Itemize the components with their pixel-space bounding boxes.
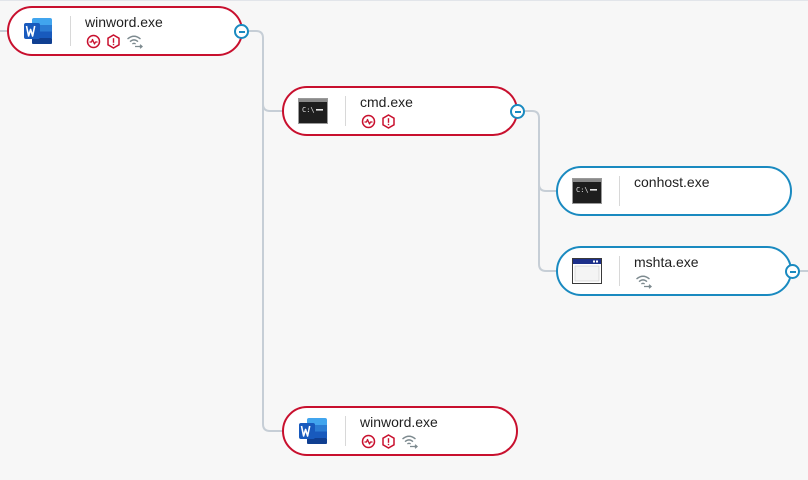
node-separator — [345, 416, 346, 446]
node-separator — [619, 256, 620, 286]
word-icon — [298, 417, 328, 445]
collapse-toggle-mshta[interactable] — [785, 264, 800, 279]
process-name: cmd.exe — [360, 94, 413, 110]
terminal-icon: C:\ — [298, 97, 328, 125]
process-name: mshta.exe — [634, 254, 699, 270]
badge-row — [86, 33, 144, 49]
canvas-top-border — [0, 0, 808, 1]
badge-row — [361, 113, 396, 129]
svg-text:C:\: C:\ — [576, 186, 589, 194]
process-name: winword.exe — [85, 14, 163, 30]
window-icon — [572, 257, 602, 285]
activity-icon — [361, 434, 376, 449]
badge-row — [635, 273, 653, 289]
node-separator — [70, 16, 71, 46]
badge-row — [361, 433, 419, 449]
process-name: conhost.exe — [634, 174, 710, 190]
process-name: winword.exe — [360, 414, 438, 430]
collapse-toggle-winword-root[interactable] — [234, 24, 249, 39]
process-node-mshta[interactable]: mshta.exe — [556, 246, 792, 296]
connector-cmd-mshta — [538, 184, 558, 272]
process-node-winword-root[interactable]: winword.exe — [7, 6, 243, 56]
node-separator — [345, 96, 346, 126]
terminal-icon: C:\ — [572, 177, 602, 205]
shield-alert-icon — [106, 33, 121, 49]
connector-cmd-conhost — [525, 110, 558, 192]
connector-winword-winword — [262, 104, 284, 432]
collapse-toggle-cmd[interactable] — [510, 104, 525, 119]
process-node-conhost[interactable]: C:\ conhost.exe — [556, 166, 792, 216]
process-node-winword-child[interactable]: winword.exe — [282, 406, 518, 456]
network-icon — [126, 34, 144, 49]
activity-icon — [361, 114, 376, 129]
shield-alert-icon — [381, 113, 396, 129]
activity-icon — [86, 34, 101, 49]
svg-text:C:\: C:\ — [302, 106, 315, 114]
network-icon — [635, 274, 653, 289]
network-icon — [401, 434, 419, 449]
connector-winword-cmd — [249, 30, 284, 112]
process-node-cmd[interactable]: C:\ cmd.exe — [282, 86, 518, 136]
word-icon — [23, 17, 53, 45]
shield-alert-icon — [381, 433, 396, 449]
node-separator — [619, 176, 620, 206]
